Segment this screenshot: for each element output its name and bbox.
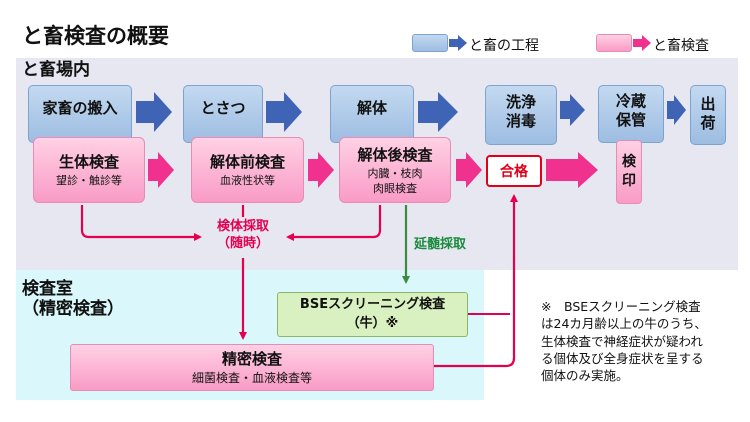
- process-step-cold-storage: 冷蔵 保管: [598, 85, 664, 143]
- bse-note: ※ BSEスクリーニング検査 は24カ月齢以上の牛のうち、 生体検査で神経症状が…: [541, 298, 707, 384]
- stamp-box: 検 印: [616, 140, 642, 204]
- process-arrow-4: [560, 94, 585, 126]
- note-line-5: 個体のみ実施。: [541, 368, 629, 383]
- laboratory-zone-label: 検査室 （精密検査）: [22, 279, 124, 319]
- legend-inspection-label: と畜検査: [653, 38, 709, 54]
- post-inspection-box: 解体後検査 内臓・枝肉 肉眼検査: [339, 137, 451, 203]
- spinal-sampling-label: 延髄採取: [414, 237, 467, 252]
- process-arrow-1: [136, 92, 172, 132]
- bse-screening-line1: BSEスクリーニング検査: [299, 296, 446, 312]
- process-arrow-3: [418, 92, 458, 132]
- precision-inspection-sub: 細菌検査・血液検査等: [191, 371, 312, 386]
- legend-process-label: と畜の工程: [469, 38, 539, 54]
- laboratory-label-line1: 検査室: [22, 279, 73, 299]
- legend-process-swatch: [412, 34, 448, 52]
- sample-collection-label: 検体採取 （随時）: [216, 219, 269, 251]
- note-line-4: る個体及び全身症状を呈する: [541, 350, 704, 366]
- inspection-arrow-4: [546, 152, 598, 188]
- page-title: と畜検査の概要: [22, 24, 169, 48]
- note-line-1: ※ BSEスクリーニング検査: [541, 299, 701, 314]
- note-line-3: 生体検査で神経症状が疑われ: [541, 333, 703, 349]
- process-step-stunning: とさつ: [183, 85, 263, 143]
- legend-process-arrow-icon: [449, 35, 467, 51]
- pass-badge: 合格: [486, 155, 542, 187]
- precision-inspection-title: 精密検査: [221, 350, 282, 369]
- sampling-line-live: [80, 205, 202, 241]
- stamp-label: 検 印: [622, 154, 636, 189]
- bse-screening-line2: （牛）※: [346, 315, 399, 331]
- process-step-arrival: 家畜の搬入: [28, 85, 132, 143]
- process-step-dressing: 解体: [330, 85, 414, 143]
- pre-inspection-sub: 血液性状等: [220, 174, 275, 188]
- bse-screening-box: BSEスクリーニング検査 （牛）※: [277, 292, 468, 337]
- process-arrow-2: [266, 92, 302, 132]
- pre-inspection-box: 解体前検査 血液性状等: [191, 137, 304, 203]
- legend-inspection-arrow-icon: [633, 35, 651, 51]
- slaughterhouse-zone-label: と畜場内: [22, 60, 90, 80]
- sampling-line-post: [286, 205, 382, 241]
- inspection-arrow-2: [308, 152, 334, 188]
- post-inspection-sub: 内臓・枝肉 肉眼検査: [367, 167, 423, 195]
- post-inspection-title: 解体後検査: [357, 146, 433, 165]
- precision-inspection-box: 精密検査 細菌検査・血液検査等: [70, 344, 434, 391]
- live-inspection-title: 生体検査: [58, 153, 119, 172]
- legend-inspection-swatch: [596, 34, 632, 52]
- live-inspection-box: 生体検査 望診・触診等: [33, 137, 145, 203]
- laboratory-label-line2: （精密検査）: [22, 298, 124, 319]
- live-inspection-sub: 望診・触診等: [56, 174, 122, 188]
- process-arrow-5: [667, 95, 686, 125]
- inspection-arrow-3: [456, 152, 482, 188]
- precision-to-pass-line: [434, 194, 518, 368]
- pre-inspection-title: 解体前検査: [209, 153, 285, 172]
- process-step-washing: 洗浄 消毒: [485, 85, 557, 145]
- process-step-shipping: 出 荷: [690, 85, 726, 145]
- note-line-2: は24カ月齢以上の牛のうち、: [541, 316, 707, 332]
- inspection-arrow-1: [148, 152, 174, 188]
